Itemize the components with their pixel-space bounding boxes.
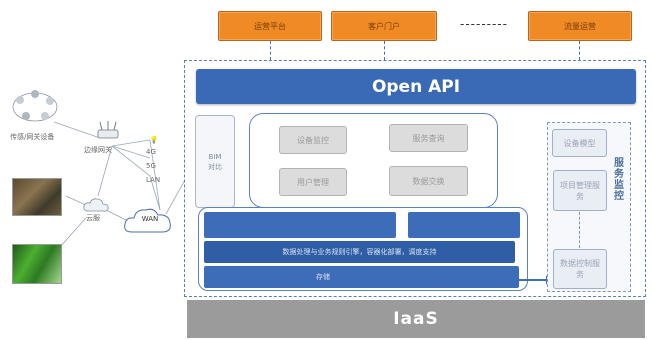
device-label: 传感/网关设备	[10, 133, 55, 141]
side-dotted-connector	[579, 212, 580, 248]
side-item-label: 数据控制服务	[560, 259, 600, 279]
app-box-3-label: 流量运营	[564, 21, 596, 31]
function-label: 数据交换	[412, 176, 445, 186]
side-item-label: 设备模型	[563, 138, 596, 148]
side-item-label: 项目管理服务	[560, 180, 600, 201]
device-column: 💡 4G 5G LAN	[146, 132, 162, 192]
wan-label: WAN	[141, 215, 159, 223]
router-label: 边缘网关	[84, 146, 112, 154]
app-box-1: 运营平台	[218, 11, 322, 41]
cloud-icon	[82, 196, 110, 214]
app-box-3: 流量运营	[528, 11, 632, 41]
band-processing: 数据处理与业务规则引擎，容器化部署，调度支持	[204, 241, 515, 263]
function-user-management: 用户管理	[279, 168, 347, 196]
connector-line	[579, 41, 580, 60]
bim-box: BIM 对比	[195, 115, 235, 208]
open-api-bar: Open API	[196, 69, 636, 104]
band-top-left	[204, 212, 396, 238]
connector-line	[384, 41, 385, 60]
more-apps-ellipsis: ---------	[460, 17, 508, 31]
function-label: 服务查询	[412, 133, 445, 143]
side-device-model: 设备模型	[552, 129, 607, 157]
site-photo-2	[12, 244, 62, 284]
bim-label: BIM	[208, 152, 222, 161]
band-storage-label: 存储	[316, 273, 330, 281]
vertical-char: 监	[614, 180, 624, 191]
vertical-char: 控	[614, 191, 624, 202]
iaas-label: IaaS	[393, 309, 439, 329]
network-label: 4G	[146, 148, 156, 156]
function-device-monitor: 设备监控	[279, 126, 347, 154]
sensor-cluster-icon	[10, 88, 60, 126]
function-label: 用户管理	[297, 177, 329, 187]
bim-sub-label: 对比	[208, 162, 222, 171]
function-label: 设备监控	[297, 135, 329, 145]
vertical-char: 服	[614, 158, 624, 169]
app-box-2-label: 客户门户	[368, 21, 400, 31]
platform-container	[184, 60, 646, 297]
side-project-service: 项目管理服务	[553, 170, 607, 211]
band-processing-label: 数据处理与业务规则引擎，容器化部署，调度支持	[282, 248, 437, 256]
band-storage: 存储	[204, 266, 519, 288]
side-data-control: 数据控制服务	[553, 249, 607, 289]
wan-cloud-icon	[122, 204, 174, 236]
cloud-label: 云服	[86, 214, 100, 222]
split-arrow-icon	[399, 212, 405, 238]
vertical-char: 务	[614, 169, 624, 180]
site-photo-1	[12, 178, 62, 216]
network-label: 5G	[146, 162, 156, 170]
band-top-right	[408, 212, 520, 238]
bulb-icon: 💡	[149, 136, 159, 144]
network-label: LAN	[146, 176, 161, 184]
function-service-query: 服务查询	[389, 124, 468, 152]
function-data-exchange: 数据交换	[389, 166, 468, 196]
iaas-bar: IaaS	[187, 300, 645, 338]
connector-line	[270, 41, 271, 60]
app-box-2: 客户门户	[331, 11, 437, 41]
open-api-label: Open API	[371, 76, 461, 97]
service-vertical-label: 服 务 监 控	[611, 158, 627, 218]
router-icon	[96, 120, 120, 142]
app-box-1-label: 运营平台	[254, 21, 286, 31]
